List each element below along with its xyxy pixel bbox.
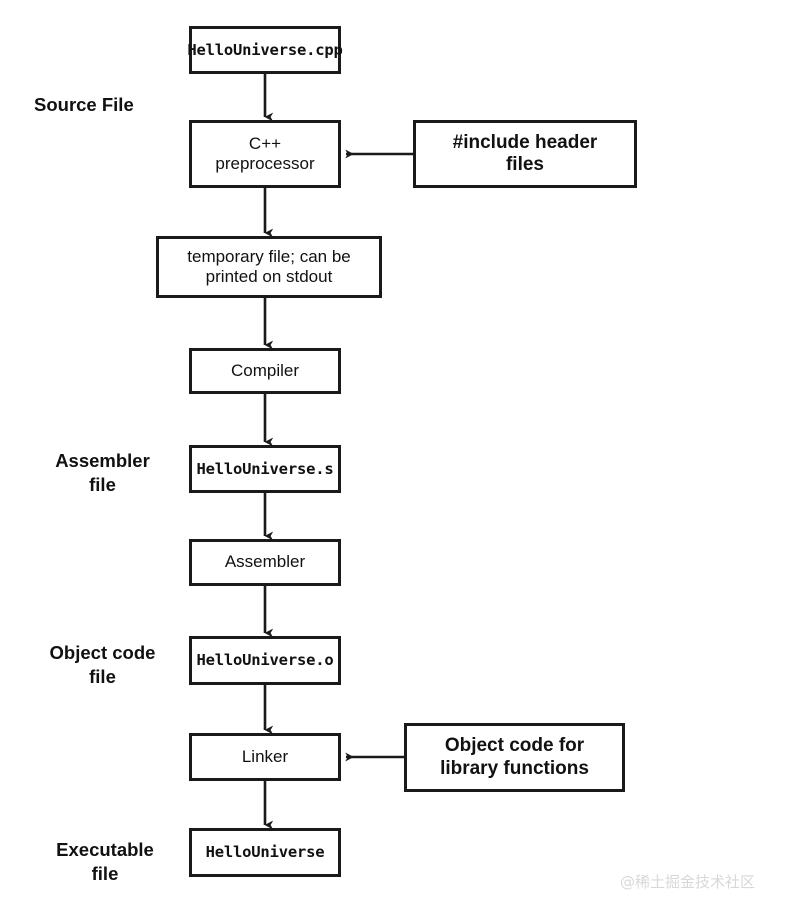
node-temporary-file[interactable]: temporary file; can be printed on stdout: [156, 236, 382, 298]
stage-label-object-code-file: Object code file: [49, 642, 156, 688]
node-hello-universe-s[interactable]: HelloUniverse.s: [189, 445, 341, 493]
node-label: Compiler: [230, 360, 300, 380]
node-compiler[interactable]: Compiler: [189, 348, 341, 394]
node-cpp-preprocessor[interactable]: C++ preprocessor: [189, 120, 341, 188]
node-assembler[interactable]: Assembler: [189, 539, 341, 586]
node-label: HelloUniverse: [205, 843, 325, 862]
stage-label-source-file: Source File: [34, 94, 134, 115]
node-include-header-files[interactable]: #include header files: [413, 120, 637, 188]
node-label: Linker: [241, 746, 289, 766]
node-hello-universe-cpp[interactable]: HelloUniverse.cpp: [187, 26, 343, 74]
node-label: #include header files: [452, 131, 598, 175]
stage-label-executable-file: Executable file: [56, 839, 154, 885]
node-linker[interactable]: Linker: [189, 733, 341, 781]
node-label: Object code for library functions: [440, 735, 589, 779]
node-label: C++ preprocessor: [215, 133, 315, 173]
node-label: HelloUniverse.s: [196, 459, 334, 478]
node-hello-universe-o[interactable]: HelloUniverse.o: [189, 636, 341, 685]
node-hello-universe-exe[interactable]: HelloUniverse: [189, 828, 341, 877]
stage-label-assembler-file: Assembler file: [55, 450, 150, 496]
node-label: temporary file; can be printed on stdout: [187, 246, 351, 286]
node-label: HelloUniverse.cpp: [187, 40, 343, 59]
node-object-code-library[interactable]: Object code for library functions: [404, 723, 625, 792]
watermark: @稀土掘金技术社区: [620, 873, 756, 891]
node-label: HelloUniverse.o: [196, 651, 334, 670]
node-label: Assembler: [224, 552, 306, 572]
